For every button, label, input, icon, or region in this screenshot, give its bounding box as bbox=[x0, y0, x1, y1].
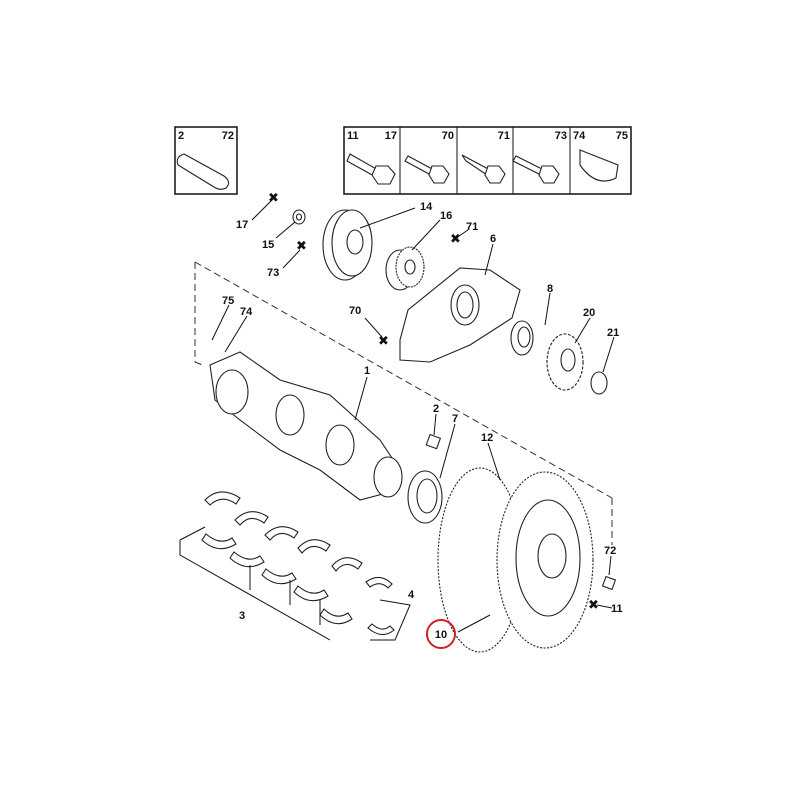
callout-70[interactable]: 70 bbox=[349, 305, 361, 317]
callout-75[interactable]: 75 bbox=[222, 295, 234, 307]
callout-14[interactable]: 14 bbox=[420, 201, 433, 213]
crank-pulley-part bbox=[322, 209, 373, 281]
legend-box-dowel[interactable]: 2 72 bbox=[174, 126, 238, 195]
snap-ring-part bbox=[590, 371, 608, 395]
flywheel-part bbox=[437, 467, 617, 653]
callout-2[interactable]: 2 bbox=[433, 403, 439, 415]
callout-72[interactable]: 72 bbox=[604, 545, 616, 557]
svg-text:✖: ✖ bbox=[450, 232, 461, 247]
legend-label-right: 73 bbox=[555, 130, 567, 142]
callout-11[interactable]: 11 bbox=[611, 603, 623, 615]
key-square-part bbox=[425, 433, 442, 450]
highlight-circle bbox=[426, 619, 456, 649]
svg-text:✖: ✖ bbox=[296, 239, 307, 254]
legend-label-left: 74 bbox=[573, 130, 586, 142]
callout-15[interactable]: 15 bbox=[262, 239, 274, 251]
legend-label-left: 2 bbox=[178, 130, 184, 142]
legend-label-right: 75 bbox=[616, 130, 628, 142]
self-tapping-bolt-icon bbox=[461, 154, 506, 184]
legend-label-right: 72 bbox=[222, 130, 234, 142]
callout-71[interactable]: 71 bbox=[466, 221, 478, 233]
callout-1[interactable]: 1 bbox=[364, 365, 370, 377]
callout-8[interactable]: 8 bbox=[547, 283, 553, 295]
legend-box-flange-bolt[interactable]: 70 bbox=[404, 130, 454, 184]
legend-label-right: 17 bbox=[385, 130, 397, 142]
washer-part bbox=[292, 209, 306, 225]
gear-part bbox=[546, 333, 584, 391]
oil-pump-housing-part bbox=[399, 267, 521, 363]
callout-6[interactable]: 6 bbox=[490, 233, 496, 245]
legend-box-self-tapping-bolt[interactable]: 71 bbox=[461, 130, 510, 184]
callout-3[interactable]: 3 bbox=[239, 610, 245, 622]
timing-sprocket-part bbox=[385, 246, 425, 291]
callout-10[interactable]: 10 bbox=[435, 629, 447, 641]
legend-label-right: 70 bbox=[442, 130, 454, 142]
legend-label-left: 11 bbox=[347, 130, 359, 142]
legend-label-right: 71 bbox=[498, 130, 510, 142]
legend-box-woodruff-key[interactable]: 74 75 bbox=[573, 130, 628, 182]
crankshaft-part bbox=[209, 351, 403, 501]
callout-16[interactable]: 16 bbox=[440, 210, 452, 222]
callout-12[interactable]: 12 bbox=[481, 432, 493, 444]
callout-20[interactable]: 20 bbox=[583, 307, 595, 319]
flange-bolt-icon bbox=[404, 155, 450, 184]
legend-box-hex-bolt[interactable]: 11 17 bbox=[346, 130, 397, 185]
flange-bolt-long-icon bbox=[512, 155, 560, 184]
dowel-pin-icon bbox=[176, 153, 230, 190]
callout-4[interactable]: 4 bbox=[408, 589, 415, 601]
woodruff-key-icon bbox=[579, 149, 619, 182]
svg-text:✖: ✖ bbox=[268, 191, 279, 206]
thrust-washers bbox=[365, 576, 395, 636]
callout-17[interactable]: 17 bbox=[236, 219, 248, 231]
svg-text:✖: ✖ bbox=[588, 598, 599, 613]
callout-74[interactable]: 74 bbox=[240, 306, 253, 318]
callout-7[interactable]: 7 bbox=[452, 413, 458, 425]
legend-box-flange-bolt-long[interactable]: 73 bbox=[512, 130, 567, 184]
leader-lines bbox=[211, 199, 615, 633]
fastener-cross-markers: ✖ ✖ ✖ ✖ ✖ bbox=[268, 191, 599, 613]
callout-21[interactable]: 21 bbox=[607, 327, 619, 339]
callout-73[interactable]: 73 bbox=[267, 267, 279, 279]
main-bearing-shells bbox=[201, 491, 363, 625]
oil-seal-part bbox=[510, 320, 534, 356]
rear-seal-part bbox=[407, 470, 443, 524]
svg-text:✖: ✖ bbox=[378, 334, 389, 349]
hex-bolt-icon bbox=[346, 153, 396, 185]
callouts: 17 15 14 16 71 6 73 75 74 70 8 20 21 1 2… bbox=[222, 201, 623, 649]
